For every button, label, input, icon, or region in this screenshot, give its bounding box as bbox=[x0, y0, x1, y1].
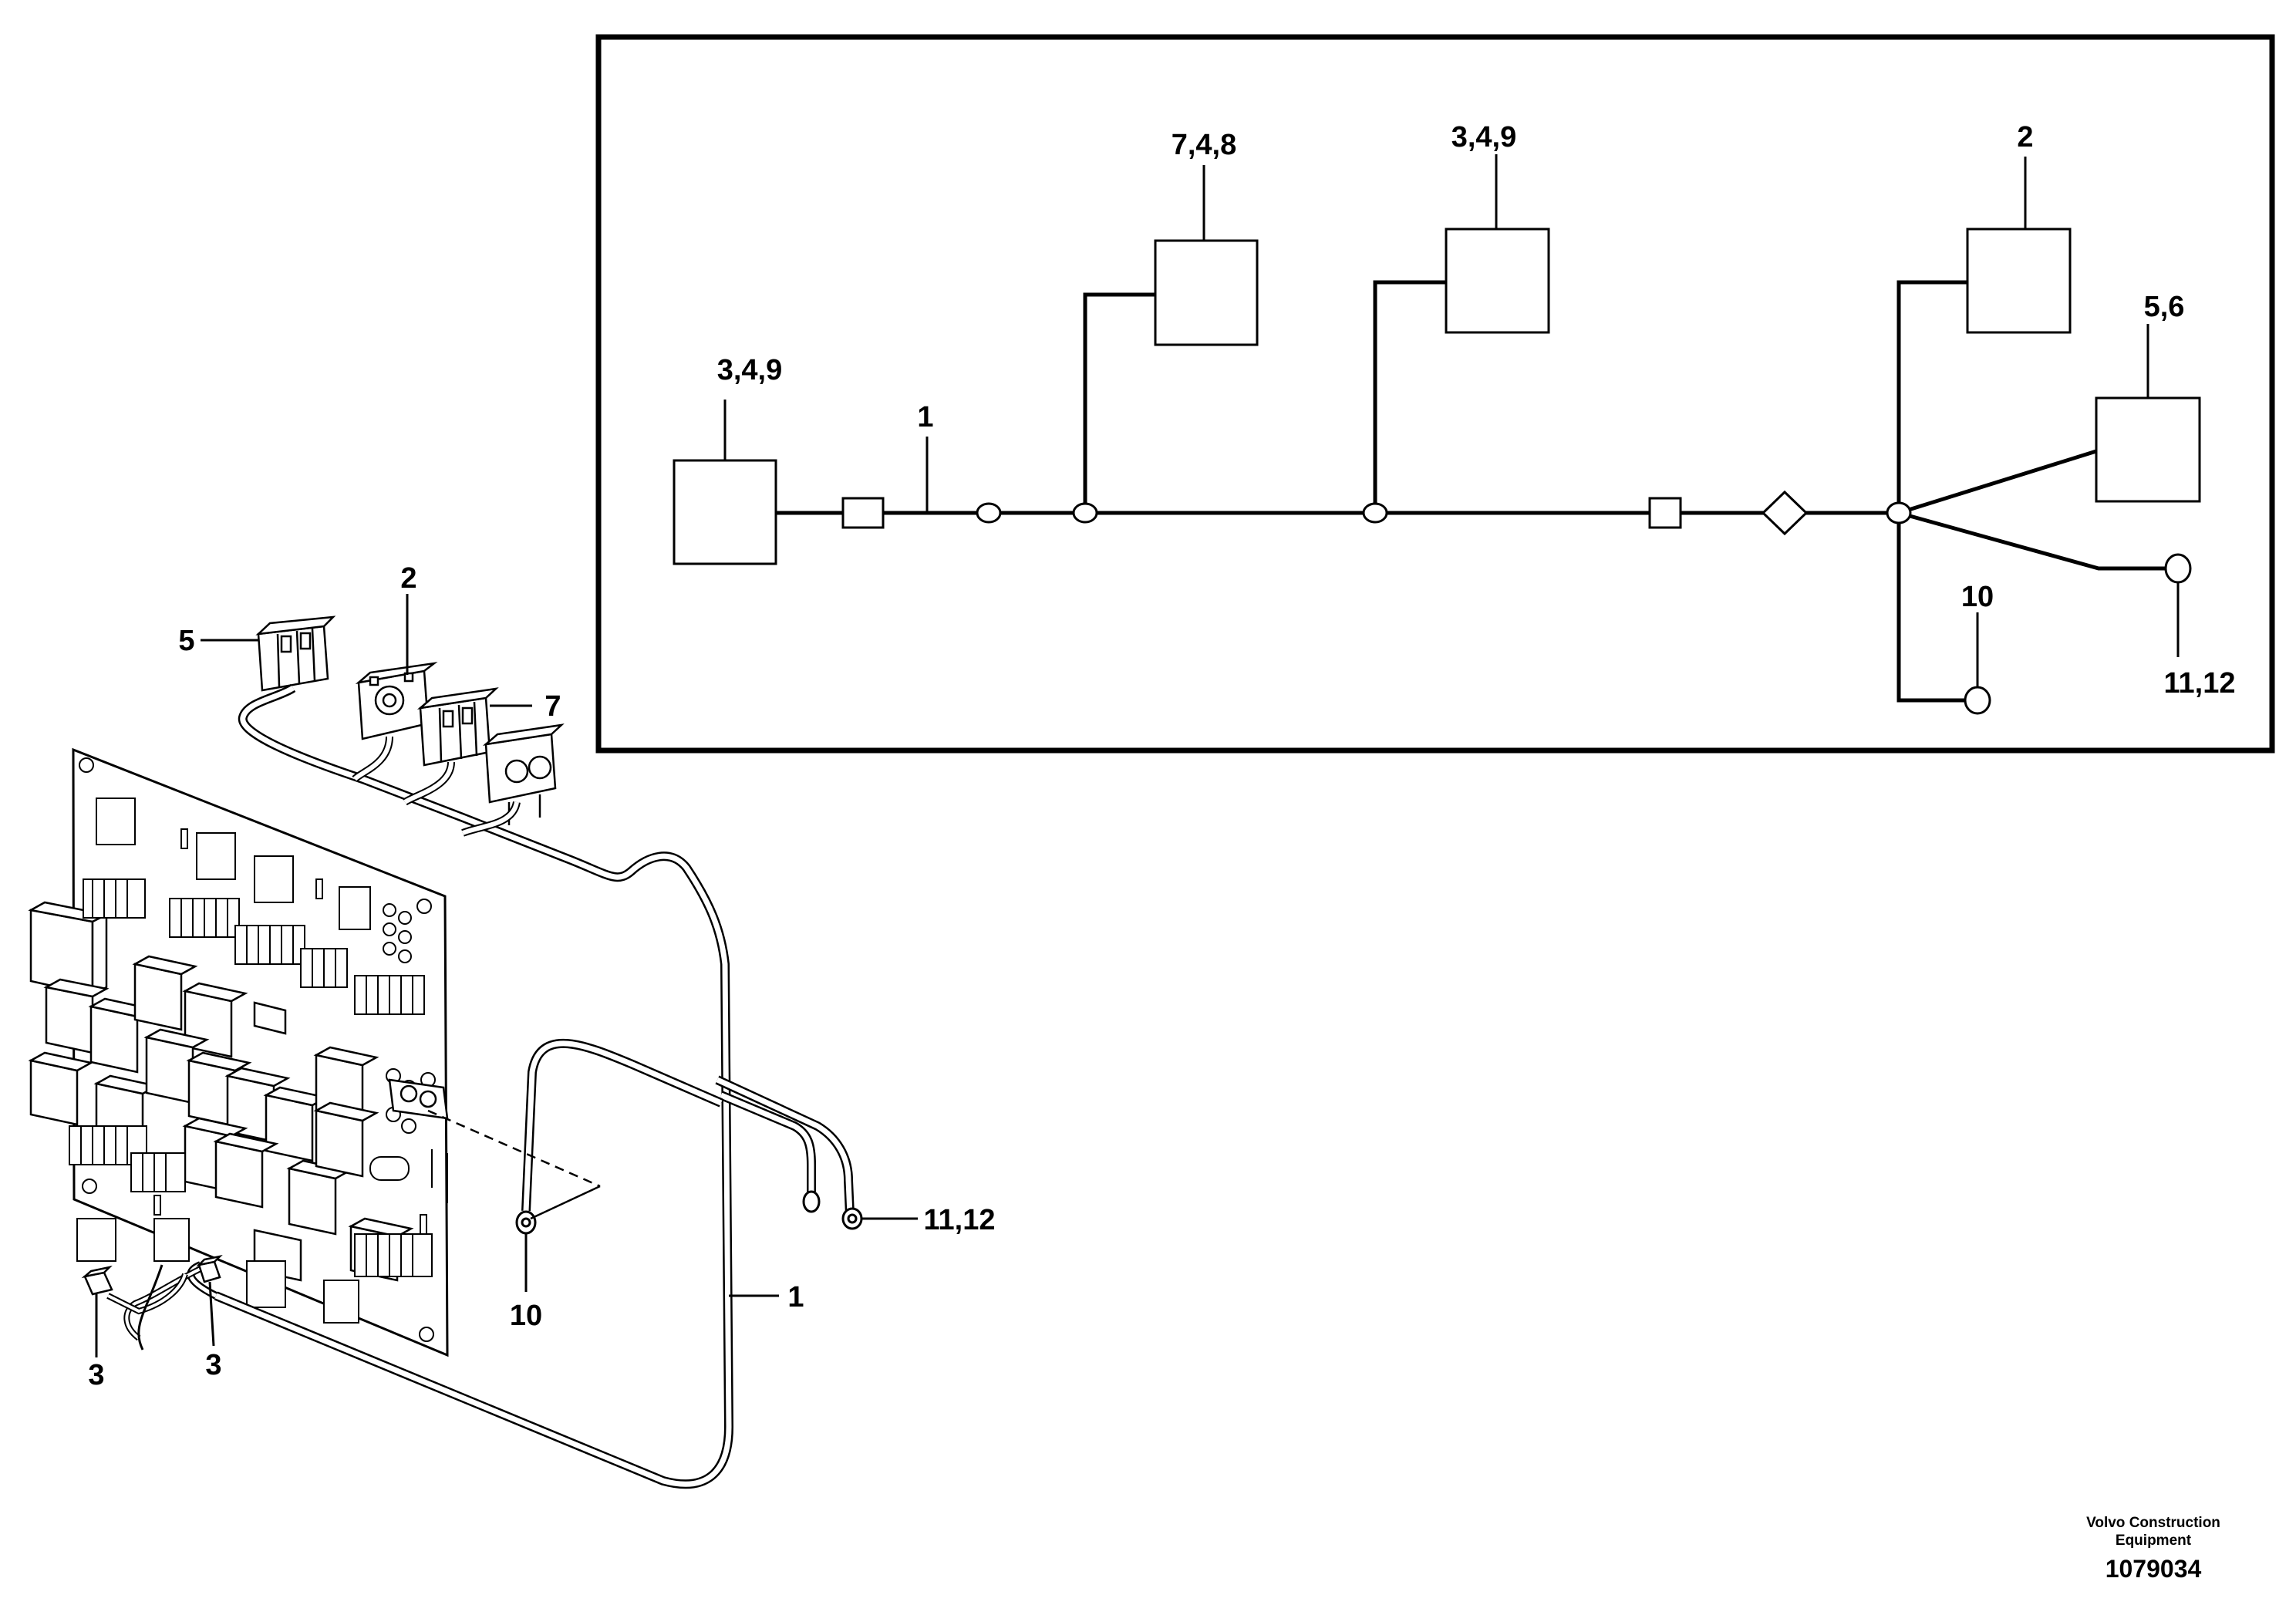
box-top-2 bbox=[1445, 228, 1550, 334]
label-conn-7: 7 bbox=[544, 690, 561, 723]
ground-terminal-10 bbox=[1964, 686, 1991, 715]
connector-extra-body bbox=[482, 723, 565, 825]
ground-terminal-11 bbox=[2164, 553, 2192, 584]
connector-square-2 bbox=[1648, 497, 1682, 529]
label-conn-5: 5 bbox=[178, 625, 194, 657]
label-wire-1: 1 bbox=[917, 401, 933, 433]
label-ring-11: 11,12 bbox=[924, 1204, 996, 1236]
connector-7-body bbox=[416, 687, 499, 767]
splice-oval-4 bbox=[1886, 501, 1912, 524]
terminal-strips bbox=[69, 798, 433, 1324]
label-box-top-2: 3,4,9 bbox=[1451, 121, 1517, 153]
label-box-top-3: 2 bbox=[2017, 121, 2033, 153]
schematic-panel: 3,4,9 1 7,4,8 3,4,9 2 5,6 bbox=[595, 34, 2275, 754]
connector-2-body bbox=[355, 662, 438, 740]
box-left bbox=[673, 459, 777, 565]
box-top-1 bbox=[1154, 239, 1259, 346]
label-ring-10: 10 bbox=[510, 1300, 542, 1332]
relay-grid bbox=[28, 901, 414, 1282]
footer-block: Volvo Construction Equipment 1079034 bbox=[2086, 1515, 2220, 1583]
company-line-1: Volvo Construction bbox=[2086, 1515, 2220, 1531]
harness-illustration: 5 2 7 11,12 10 1 3 3 bbox=[28, 562, 996, 1489]
connector-square-1 bbox=[841, 497, 885, 529]
connector-5-body bbox=[255, 615, 336, 692]
box-right bbox=[2095, 396, 2201, 503]
label-box-left: 3,4,9 bbox=[717, 354, 783, 386]
ring-terminal-11-12 bbox=[802, 1190, 863, 1230]
circuit-board bbox=[28, 747, 449, 1357]
small-components bbox=[153, 828, 448, 1235]
label-box-right: 5,6 bbox=[2144, 291, 2185, 323]
connector-diamond bbox=[1761, 490, 1809, 536]
label-harness-1: 1 bbox=[787, 1281, 804, 1313]
label-conn-2: 2 bbox=[400, 562, 416, 595]
ring-terminal-10 bbox=[515, 1210, 537, 1235]
label-ground-10: 10 bbox=[1961, 581, 1994, 613]
splice-oval-1 bbox=[976, 502, 1002, 524]
label-ground-11: 11,12 bbox=[2164, 667, 2236, 700]
company-line-2: Equipment bbox=[2116, 1533, 2192, 1549]
splice-oval-3 bbox=[1362, 502, 1388, 524]
plug-3a bbox=[81, 1265, 113, 1296]
ground-dashed-leader bbox=[427, 1109, 601, 1188]
label-plug-3b: 3 bbox=[205, 1349, 221, 1381]
box-top-3 bbox=[1966, 228, 2072, 334]
label-plug-3a: 3 bbox=[88, 1359, 104, 1391]
schematic-frame bbox=[595, 34, 2275, 754]
splice-oval-2 bbox=[1072, 502, 1098, 524]
plug-3b bbox=[196, 1254, 223, 1283]
label-box-top-1: 7,4,8 bbox=[1172, 129, 1237, 161]
drawing-number: 1079034 bbox=[2106, 1555, 2202, 1583]
